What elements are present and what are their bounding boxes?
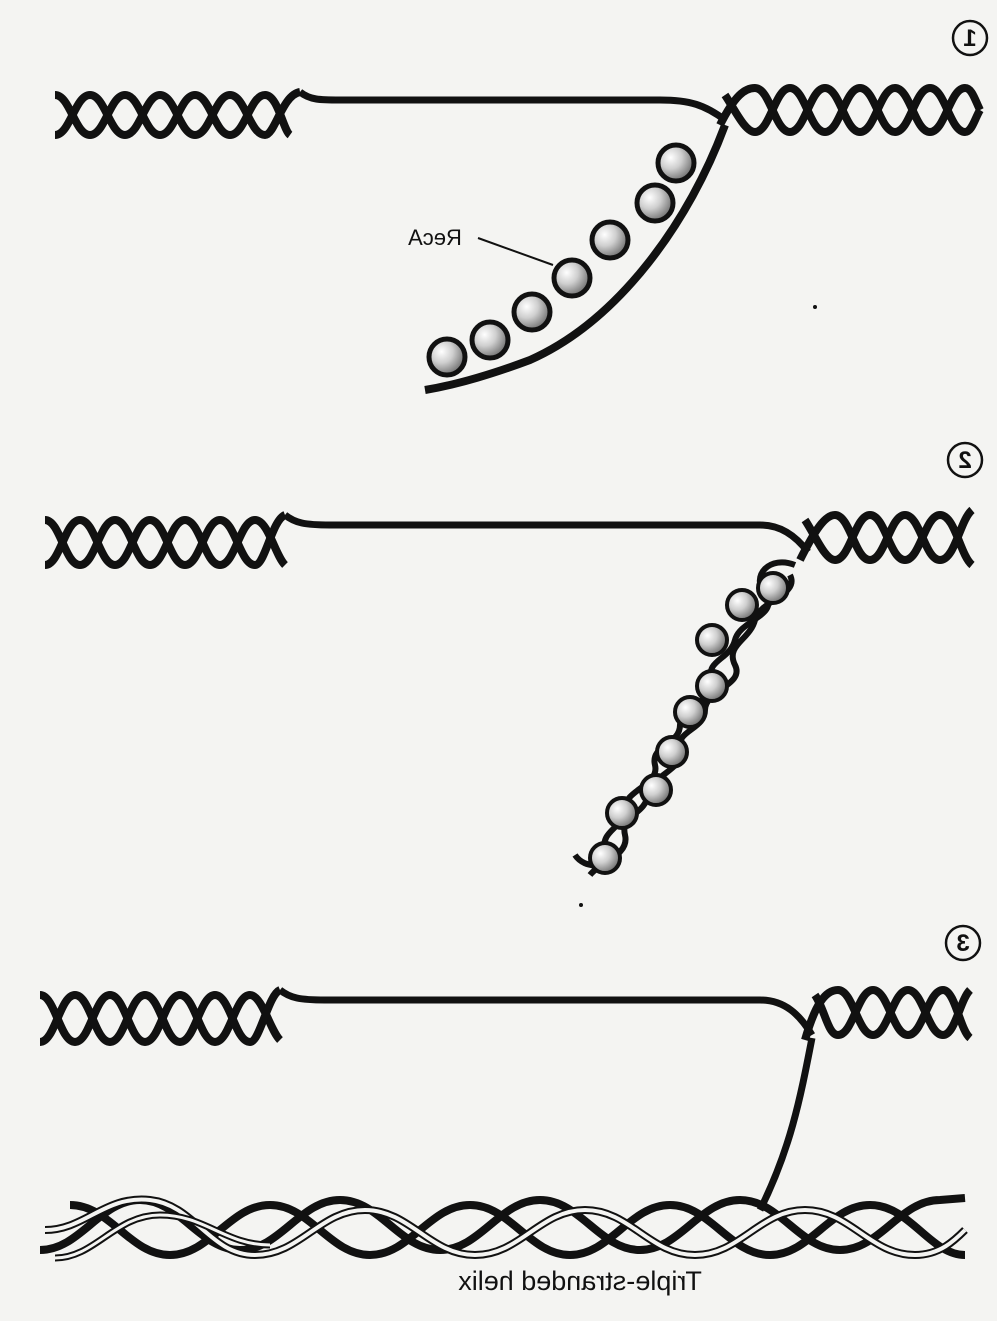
panel-3: 3 Triple-stranded helix (40, 926, 980, 1296)
reca-bead (607, 798, 637, 828)
speck (813, 305, 817, 309)
reca-bead (514, 294, 550, 330)
reca-bead (658, 145, 694, 181)
reca-bead (554, 260, 590, 296)
step-3-marker: 3 (946, 926, 980, 960)
duplex-left-2 (45, 515, 285, 565)
duplex-right-3 (805, 990, 970, 1040)
reca-bead (637, 185, 673, 221)
triple-stranded-helix (40, 1198, 965, 1258)
duplex-left-3 (40, 990, 280, 1042)
displaced-strand-2 (285, 515, 808, 552)
reca-bead (590, 843, 620, 873)
step-3-number: 3 (956, 930, 969, 957)
step-1-number: 1 (963, 25, 976, 52)
reca-label-group: RecA (408, 225, 553, 265)
duplex-left-1 (55, 92, 300, 135)
reca-leader-line (478, 238, 553, 265)
reca-nucleoprotein-filament-2 (575, 562, 795, 875)
duplex-right-1 (720, 88, 980, 132)
reca-bead (727, 590, 757, 620)
reca-bead (592, 222, 628, 258)
displaced-strand-3 (280, 990, 812, 1035)
reca-bead (641, 775, 671, 805)
reca-bead (657, 737, 687, 767)
reca-bead (758, 573, 788, 603)
step-2-marker: 2 (948, 443, 982, 477)
reca-bead (472, 322, 508, 358)
displaced-strand-1 (300, 92, 725, 120)
panel-1: 1 RecA (55, 21, 987, 390)
reca-bead (697, 625, 727, 655)
reca-bead (429, 339, 465, 375)
reca-bead (697, 671, 727, 701)
duplex-right-2 (800, 510, 972, 565)
reca-bead (675, 697, 705, 727)
speck (579, 903, 583, 907)
triple-helix-label: Triple-stranded helix (458, 1266, 702, 1296)
invading-strand-3 (760, 1038, 812, 1210)
step-1-marker: 1 (953, 21, 987, 55)
reca-label: RecA (408, 225, 462, 250)
panel-2: 2 (45, 443, 982, 907)
step-2-number: 2 (958, 447, 971, 474)
